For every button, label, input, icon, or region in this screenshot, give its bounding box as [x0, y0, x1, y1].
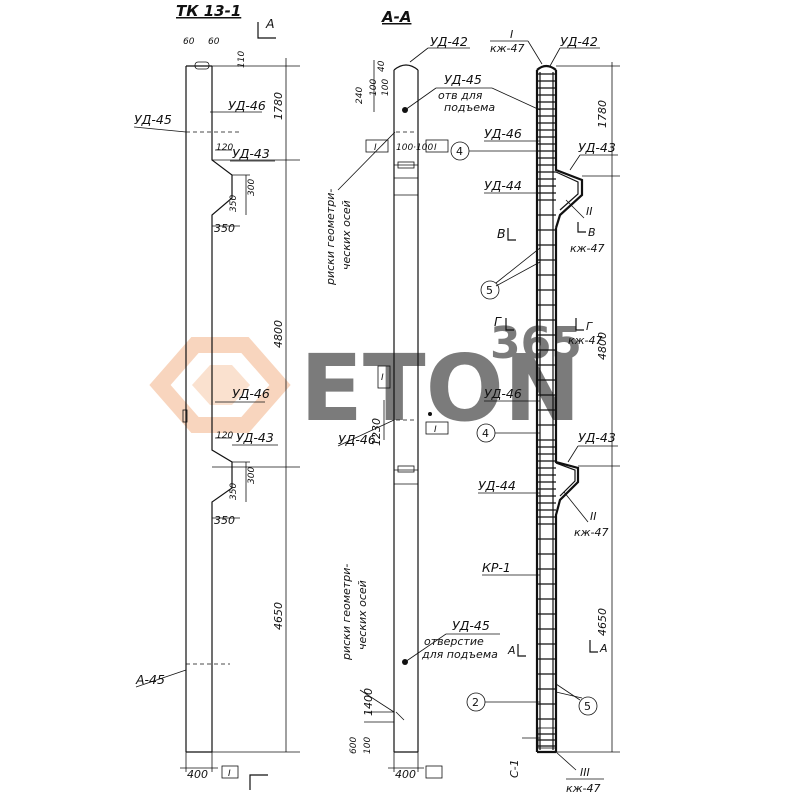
kzh47-r3: кж-47: [568, 334, 603, 347]
ud45-bot: УД-45: [452, 618, 490, 633]
dim-110: 110: [237, 51, 247, 68]
ud45-left-bot: А-45: [135, 672, 165, 687]
b-right: В: [588, 226, 596, 239]
c1: С-1: [508, 759, 521, 778]
roman-2b: II: [590, 510, 597, 523]
ud42-mid: УД-42: [430, 34, 468, 49]
dim-100-c: 100: [363, 737, 373, 754]
ud44-right-1: УД-44: [484, 178, 522, 193]
dim-1400: 1400: [362, 688, 375, 716]
dim-1780: 1780: [272, 92, 285, 120]
watermark: ETON 365: [149, 318, 582, 442]
dim-400-b: 400: [395, 768, 416, 781]
dim-100-a: 100: [369, 79, 379, 96]
middle-column-outline: [393, 64, 419, 753]
otv-dlya: отв для: [438, 89, 483, 102]
dim-4800: 4800: [272, 320, 285, 348]
circle-4b-label: 4: [482, 427, 489, 440]
dim-60-b: 60: [208, 37, 220, 47]
dim-240: 240: [355, 87, 365, 104]
dim-350-c: 350: [229, 483, 239, 500]
dim-350-d: 350: [214, 514, 235, 527]
a-right-a: А: [507, 644, 516, 657]
watermark-logo-hexagon: [149, 337, 291, 433]
tag-i5: I: [434, 425, 437, 435]
ud46-left-1: УД-46: [228, 98, 266, 113]
ud46-right-1: УД-46: [484, 126, 522, 141]
circle-5a-label: 5: [486, 284, 493, 297]
dim-300-a: 300: [247, 179, 257, 196]
section-arrow-top: [257, 22, 276, 39]
b-left: В: [497, 226, 506, 241]
left-side-plate: [182, 409, 188, 423]
roman-2: II: [586, 205, 593, 218]
risk-bot-2: ческих осей: [356, 580, 369, 650]
title-left: ТК 13-1: [176, 2, 241, 20]
ud46-mid: УД-46: [338, 432, 376, 447]
right-view: 1780 4800 4650 I кж-47 УД-42 УД-46 4 УД-…: [450, 28, 620, 795]
podema: подъема: [444, 101, 495, 114]
dim-600: 600: [349, 737, 359, 754]
right-column-outline: [535, 64, 584, 754]
right-dim-4800: 4800: [596, 332, 609, 360]
dim-120-b: 120: [216, 431, 233, 441]
dim-120-a: 120: [216, 143, 233, 153]
ud43-left-1: УД-43: [232, 146, 270, 161]
tag-i3: I: [434, 143, 437, 153]
circle-4a-label: 4: [456, 145, 463, 158]
title-middle: А-А: [381, 8, 411, 26]
tag-i2: I: [374, 143, 377, 153]
ud43-left-2: УД-43: [236, 430, 274, 445]
section-mark-top: А: [265, 16, 275, 31]
ud42-right: УД-42: [560, 34, 598, 49]
dim-1230: 1230: [370, 418, 383, 446]
dim-100x100: 100·100: [396, 143, 433, 153]
kp1: КР-1: [482, 560, 511, 575]
dim-60-a: 60: [183, 37, 195, 47]
dim-350-b: 350: [214, 222, 235, 235]
circle-5a: [480, 280, 500, 300]
circle-2-label: 2: [472, 696, 479, 709]
risk-top-2: ческих осей: [340, 200, 353, 270]
a-right-b: А: [599, 642, 608, 655]
otverstie: отверстие: [424, 635, 484, 648]
g-left: Г: [494, 314, 502, 329]
ud46-right-2: УД-46: [484, 386, 522, 401]
dim-100-r: 100: [381, 79, 391, 96]
tag-i4: I: [381, 373, 384, 383]
ud44-right-2: УД-44: [478, 478, 516, 493]
ud45-left-top: УД-45: [134, 112, 172, 127]
left-head-cap: [194, 61, 210, 70]
left-column-outline: [185, 65, 233, 753]
watermark-text: ETON: [300, 335, 581, 442]
risk-bot-1: риски геометри-: [340, 564, 353, 661]
dim-300-b: 300: [247, 467, 257, 484]
dim-4650: 4650: [272, 602, 285, 630]
right-dim-4650: 4650: [596, 608, 609, 636]
ud43-right-1: УД-43: [578, 140, 616, 155]
circle-5b: [578, 696, 598, 716]
circle-5b-label: 5: [584, 700, 591, 713]
ud46-left-2: УД-46: [232, 386, 270, 401]
g-right: Г: [586, 320, 593, 333]
dim-40: 40: [377, 60, 387, 72]
kzh47-top: кж-47: [490, 42, 525, 55]
ud43-right-2: УД-43: [578, 430, 616, 445]
roman-1: I: [510, 28, 513, 41]
kzh47-r2: кж-47: [570, 242, 605, 255]
dim-400-a: 400: [187, 768, 208, 781]
dlya-podema: для подъема: [421, 648, 498, 661]
roman-3: III: [580, 766, 590, 779]
tag-i1: I: [228, 769, 231, 779]
risk-top-1: риски геометри-: [324, 189, 337, 286]
right-dim-1780: 1780: [596, 100, 609, 128]
middle-view: А-А I 100·100 I I I 240 100 40 100 1230 …: [324, 8, 500, 781]
section-arrow-bottom: [249, 774, 268, 790]
ud45-top: УД-45: [444, 72, 482, 87]
kzh47-r4: кж-47: [574, 526, 609, 539]
dim-350-a: 350: [229, 195, 239, 212]
kzh47-bot: кж-47: [566, 782, 601, 795]
left-view: ТК 13-1 А 60 60 110 1780 4800 4650 120 3…: [133, 2, 300, 790]
